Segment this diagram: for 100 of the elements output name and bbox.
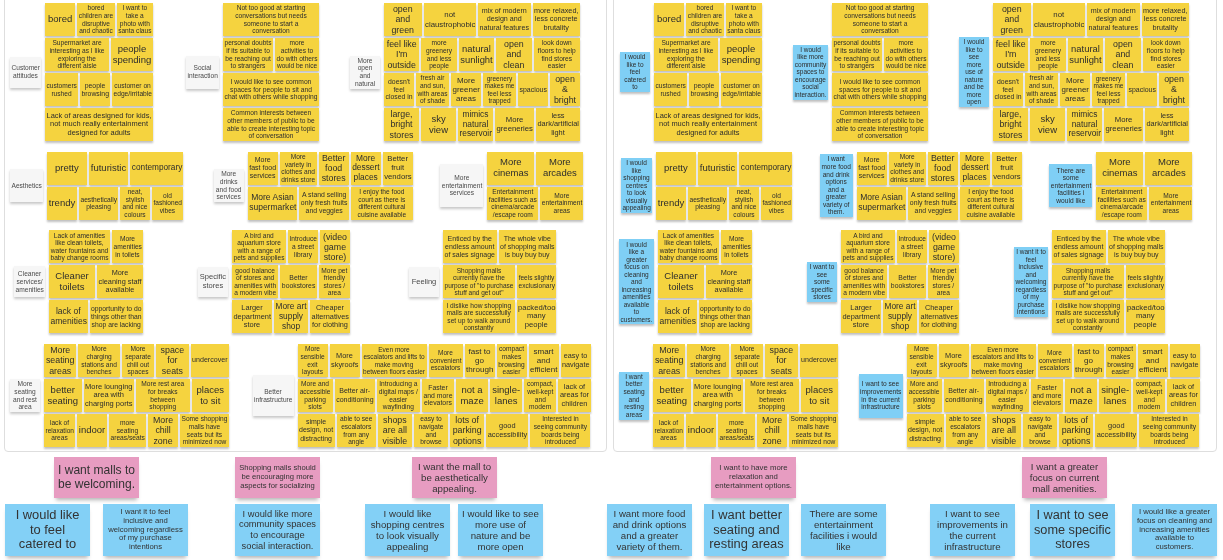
sticky-note: [54, 457, 139, 498]
sticky-note: [560, 344, 591, 377]
sticky-note: [518, 73, 548, 106]
category-note: [10, 56, 41, 88]
note-text: More seating areas: [654, 345, 684, 376]
note-text: I want to see some specific stores: [1034, 508, 1111, 552]
sticky-note: [5, 504, 90, 556]
note-text: I want to see improvements in the current infrastructure: [936, 507, 1009, 553]
note-text: pretty: [54, 162, 79, 174]
note-text: More dessert places: [961, 153, 989, 183]
note-text: lots of parking options: [1060, 415, 1092, 446]
note-text: futuristic: [90, 162, 127, 174]
sticky-note: [930, 504, 1015, 556]
sticky-note: [658, 300, 697, 334]
note-text: lots of parking options: [451, 415, 483, 446]
note-text: (video game store): [930, 231, 957, 263]
note-text: I want malls to be welcoming.: [58, 463, 135, 492]
note-text: More chill zone: [151, 415, 175, 446]
note-text: not a maze: [459, 384, 485, 407]
sticky-note: [721, 73, 762, 106]
note-text: mimics natural reservoir: [1068, 110, 1101, 139]
note-text: I want better seating and resting areas: [708, 507, 785, 553]
note-text: More arcades: [1150, 157, 1187, 180]
sticky-note: [1169, 344, 1200, 377]
sticky-note: [130, 151, 183, 185]
note-text: contemporary: [740, 163, 791, 173]
sticky-note: [858, 373, 903, 418]
sticky-note: [1126, 265, 1165, 299]
note-text: not a maze: [1068, 384, 1094, 407]
sticky-note: [1095, 414, 1138, 447]
sticky-note: [1096, 151, 1144, 185]
note-text: natural sunlight: [1069, 43, 1102, 66]
sticky-note: [536, 151, 584, 185]
sticky-note: [486, 414, 529, 447]
note-text: smart and efficient: [530, 346, 557, 375]
note-text: feel like I'm outside: [385, 39, 418, 70]
note-text: More dessert places: [352, 153, 380, 183]
note-text: single-lanes: [491, 384, 521, 407]
note-text: fast to go through: [466, 346, 493, 375]
note-text: sky view: [428, 113, 449, 136]
note-text: open and clean: [1111, 39, 1135, 70]
note-text: More chill zone: [760, 415, 784, 446]
note-text: shops are all visible: [381, 415, 409, 446]
sticky-note: [993, 3, 1031, 36]
note-text: better seating: [46, 384, 80, 407]
note-text: shops are all visible: [990, 415, 1018, 446]
note-text: people spending: [112, 43, 152, 66]
note-text: Cleaner toilets: [663, 270, 699, 293]
note-text: pretty: [663, 162, 688, 174]
note-text: I would like shopping centres to look visually appealing: [369, 507, 446, 553]
sticky-note: [654, 73, 687, 106]
note-text: trendy: [48, 197, 76, 209]
sticky-note: [938, 344, 969, 377]
sticky-note: [487, 151, 535, 185]
note-text: More arcades: [541, 157, 578, 180]
sticky-note: [711, 457, 796, 498]
sticky-note: [79, 186, 118, 220]
sticky-note: [45, 3, 76, 36]
note-text: smart and efficient: [1139, 346, 1166, 375]
note-text: open & bright: [1161, 74, 1187, 105]
note-text: fast to go through: [1075, 346, 1102, 375]
sticky-note: [329, 344, 360, 377]
note-text: contemporary: [131, 163, 182, 173]
note-text: Better food stores: [929, 152, 956, 184]
note-text: Cleaner toilets: [54, 270, 90, 293]
sticky-note: [1145, 151, 1193, 185]
sticky-note: [1105, 38, 1141, 71]
sticky-note: [334, 379, 375, 412]
note-text: Better food stores: [320, 152, 347, 184]
sticky-note: [45, 73, 78, 106]
sticky-note: [832, 3, 928, 36]
sticky-note: [112, 73, 153, 106]
sticky-note: [47, 151, 87, 185]
sticky-note: [1022, 457, 1107, 498]
note-text: More seating areas: [45, 345, 75, 376]
sticky-note: [47, 186, 77, 220]
note-text: There are some entertainment facilities i would like: [808, 507, 879, 553]
note-text: More art supply shop: [275, 302, 307, 332]
sticky-note: [656, 186, 686, 220]
sticky-note: [943, 379, 984, 412]
sticky-note: [688, 186, 727, 220]
sticky-note: [49, 265, 95, 299]
sticky-note: [496, 38, 532, 71]
category-note: [440, 164, 484, 208]
sticky-note: [495, 108, 534, 141]
sticky-note: [190, 344, 229, 377]
note-text: I would like to see more use of nature and be more open: [462, 507, 539, 553]
note-text: trendy: [657, 197, 685, 209]
sticky-note: [658, 265, 704, 299]
note-text: I want the mall to be aesthetically appealing.: [416, 460, 493, 495]
sticky-note: [689, 73, 719, 106]
note-text: bored: [657, 14, 682, 25]
note-text: indoor: [687, 425, 715, 436]
note-text: More Asian supermarket: [858, 193, 905, 213]
sticky-note: [1030, 108, 1065, 141]
note-text: places to sit: [804, 384, 834, 407]
note-text: I want a greater focus on current mall amenities.: [1028, 460, 1101, 495]
category-note: [10, 169, 43, 203]
note-text: sky view: [1037, 113, 1058, 136]
note-text: open and clean: [502, 39, 526, 70]
